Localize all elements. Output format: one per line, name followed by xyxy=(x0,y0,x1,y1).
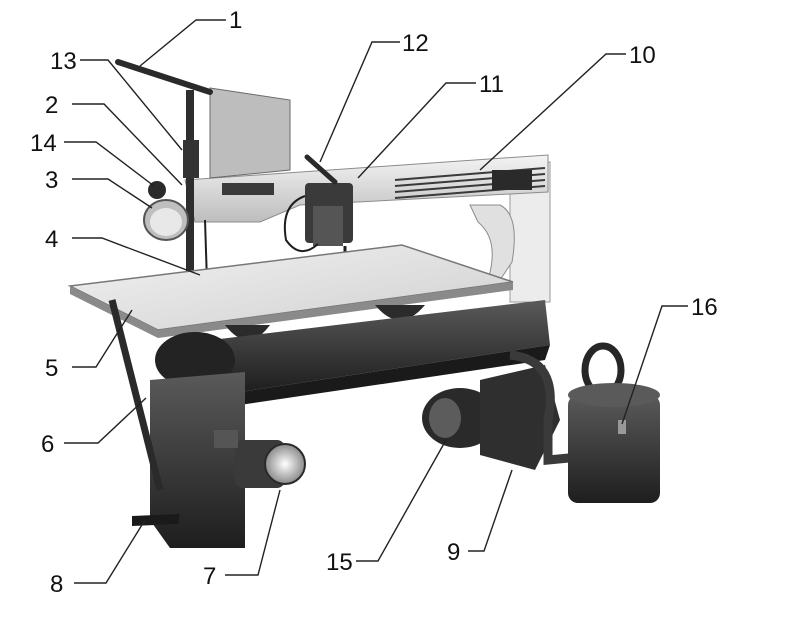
leader-14 xyxy=(64,141,155,187)
tool-head-body xyxy=(313,206,343,246)
leader-4 xyxy=(72,237,201,276)
tension-post xyxy=(186,90,194,280)
callouts: 1 2 3 4 5 6 7 8 9 10 11 12 13 14 15 16 xyxy=(30,7,718,598)
callout-11: 11 xyxy=(479,71,504,98)
front-leg xyxy=(108,299,164,491)
leader-3 xyxy=(72,178,153,209)
callout-1: 1 xyxy=(229,7,242,34)
upper-arm xyxy=(184,154,549,223)
callout-13: 13 xyxy=(50,48,77,75)
leader-2 xyxy=(72,103,183,186)
leader-16 xyxy=(621,305,688,425)
leader-8 xyxy=(74,519,146,584)
vacuum-motor-cap xyxy=(429,398,461,438)
base-beam xyxy=(170,300,550,392)
callout-14: 14 xyxy=(30,130,57,157)
leader-lines xyxy=(64,19,688,584)
callout-9: 9 xyxy=(447,539,460,566)
base-beam-lower xyxy=(240,345,550,405)
vacuum-hose xyxy=(509,350,601,465)
callout-10: 10 xyxy=(629,42,656,69)
vacuum-housing xyxy=(480,365,560,470)
leader-11 xyxy=(357,82,476,179)
callout-6: 6 xyxy=(41,431,54,458)
leader-13 xyxy=(80,59,183,151)
foot-pedal xyxy=(132,514,180,526)
leader-5 xyxy=(72,309,133,368)
valve xyxy=(214,430,238,448)
leader-15 xyxy=(356,439,447,562)
machine-illustration xyxy=(67,59,660,548)
leader-1 xyxy=(139,19,226,67)
blade-guard-panel xyxy=(209,87,291,179)
callout-15: 15 xyxy=(326,549,353,576)
callout-5: 5 xyxy=(45,355,58,382)
arm-support xyxy=(469,204,515,281)
callout-3: 3 xyxy=(45,167,58,194)
left-pedestal xyxy=(150,372,245,548)
leader-10 xyxy=(479,53,626,171)
flywheel xyxy=(155,332,235,388)
arm-slot xyxy=(222,183,274,195)
leader-6 xyxy=(64,397,147,444)
dust-collector-lid xyxy=(568,383,660,407)
callout-4: 4 xyxy=(45,226,58,253)
dust-collector-body xyxy=(568,395,660,503)
leader-12 xyxy=(319,41,400,163)
post-clamp xyxy=(183,140,199,178)
tool-head-lever xyxy=(304,154,338,185)
dust-collector-latch xyxy=(618,420,626,434)
callout-16: 16 xyxy=(691,294,718,321)
brand-plate xyxy=(492,170,532,190)
callout-2: 2 xyxy=(45,92,58,119)
tension-lever xyxy=(115,59,213,95)
tool-cable xyxy=(283,195,319,252)
leader-9 xyxy=(468,469,513,552)
callout-12: 12 xyxy=(402,30,429,57)
callout-7: 7 xyxy=(203,563,216,590)
motor-fan xyxy=(264,443,306,485)
lamp-lens xyxy=(150,208,182,236)
callout-8: 8 xyxy=(50,571,63,598)
leader-7 xyxy=(225,489,281,576)
